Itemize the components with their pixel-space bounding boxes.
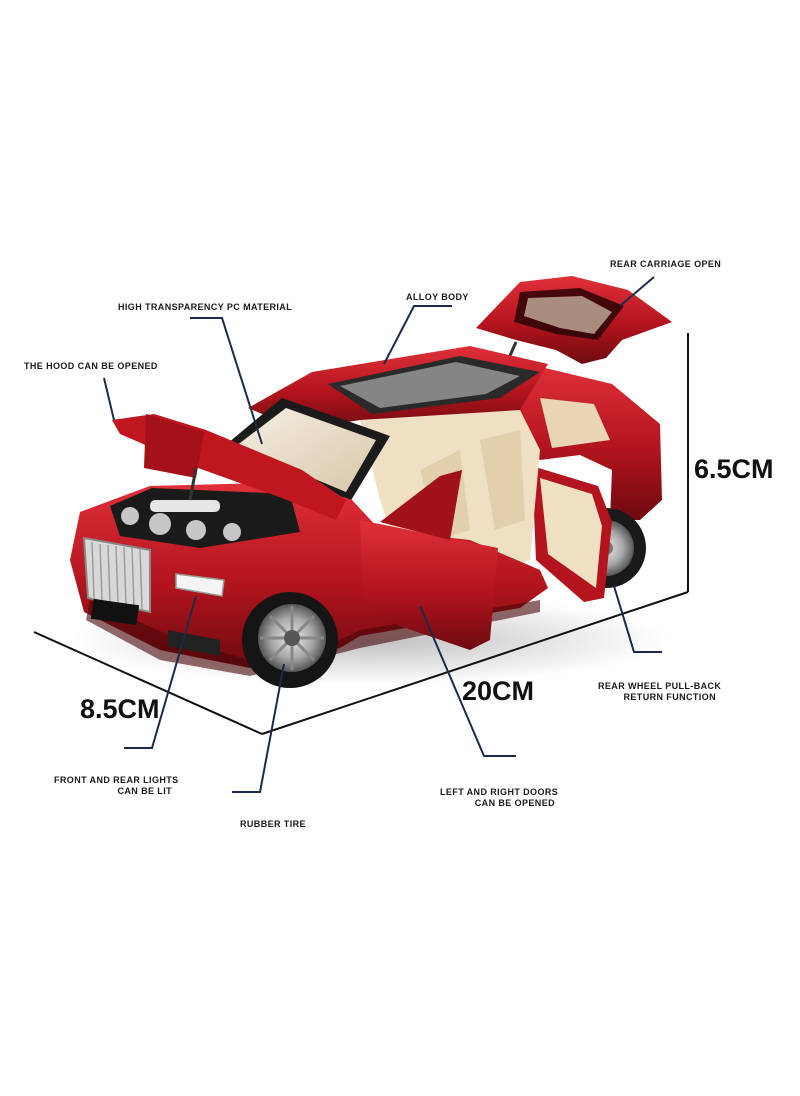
engine-parts: [121, 500, 241, 541]
grille: [82, 536, 151, 626]
rear-tailgate: [476, 276, 672, 364]
label-alloy-body: ALLOY BODY: [406, 292, 469, 302]
label-lights-line1: FRONT AND REAR LIGHTS: [54, 775, 179, 785]
label-rear-wheel-line2: RETURN FUNCTION: [623, 692, 716, 702]
label-doors-line1: LEFT AND RIGHT DOORS: [440, 787, 559, 797]
label-rear-wheel: REAR WHEEL PULL-BACK RETURN FUNCTION: [598, 681, 722, 703]
label-lights-line2: CAN BE LIT: [117, 786, 172, 796]
front-door-open: [360, 520, 498, 650]
label-doors-line2: CAN BE OPENED: [474, 798, 555, 808]
dimension-length: 20CM: [462, 676, 535, 706]
label-rear-carriage: REAR CARRIAGE OPEN: [610, 259, 722, 269]
headlight: [175, 573, 225, 597]
front-wheel: [242, 592, 338, 688]
label-hood: THE HOOD CAN BE OPENED: [24, 361, 158, 371]
leader-lines: [103, 276, 662, 793]
label-doors: LEFT AND RIGHT DOORS CAN BE OPENED: [440, 787, 559, 809]
lower-intake: [168, 630, 220, 656]
dimension-width: 8.5CM: [80, 694, 160, 724]
label-lights: FRONT AND REAR LIGHTS CAN BE LIT: [54, 775, 179, 797]
label-tire: RUBBER TIRE: [240, 819, 306, 829]
dimension-height: 6.5CM: [694, 454, 774, 484]
label-pc-material: HIGH TRANSPARENCY PC MATERIAL: [118, 302, 293, 312]
label-rear-wheel-line1: REAR WHEEL PULL-BACK: [598, 681, 722, 691]
